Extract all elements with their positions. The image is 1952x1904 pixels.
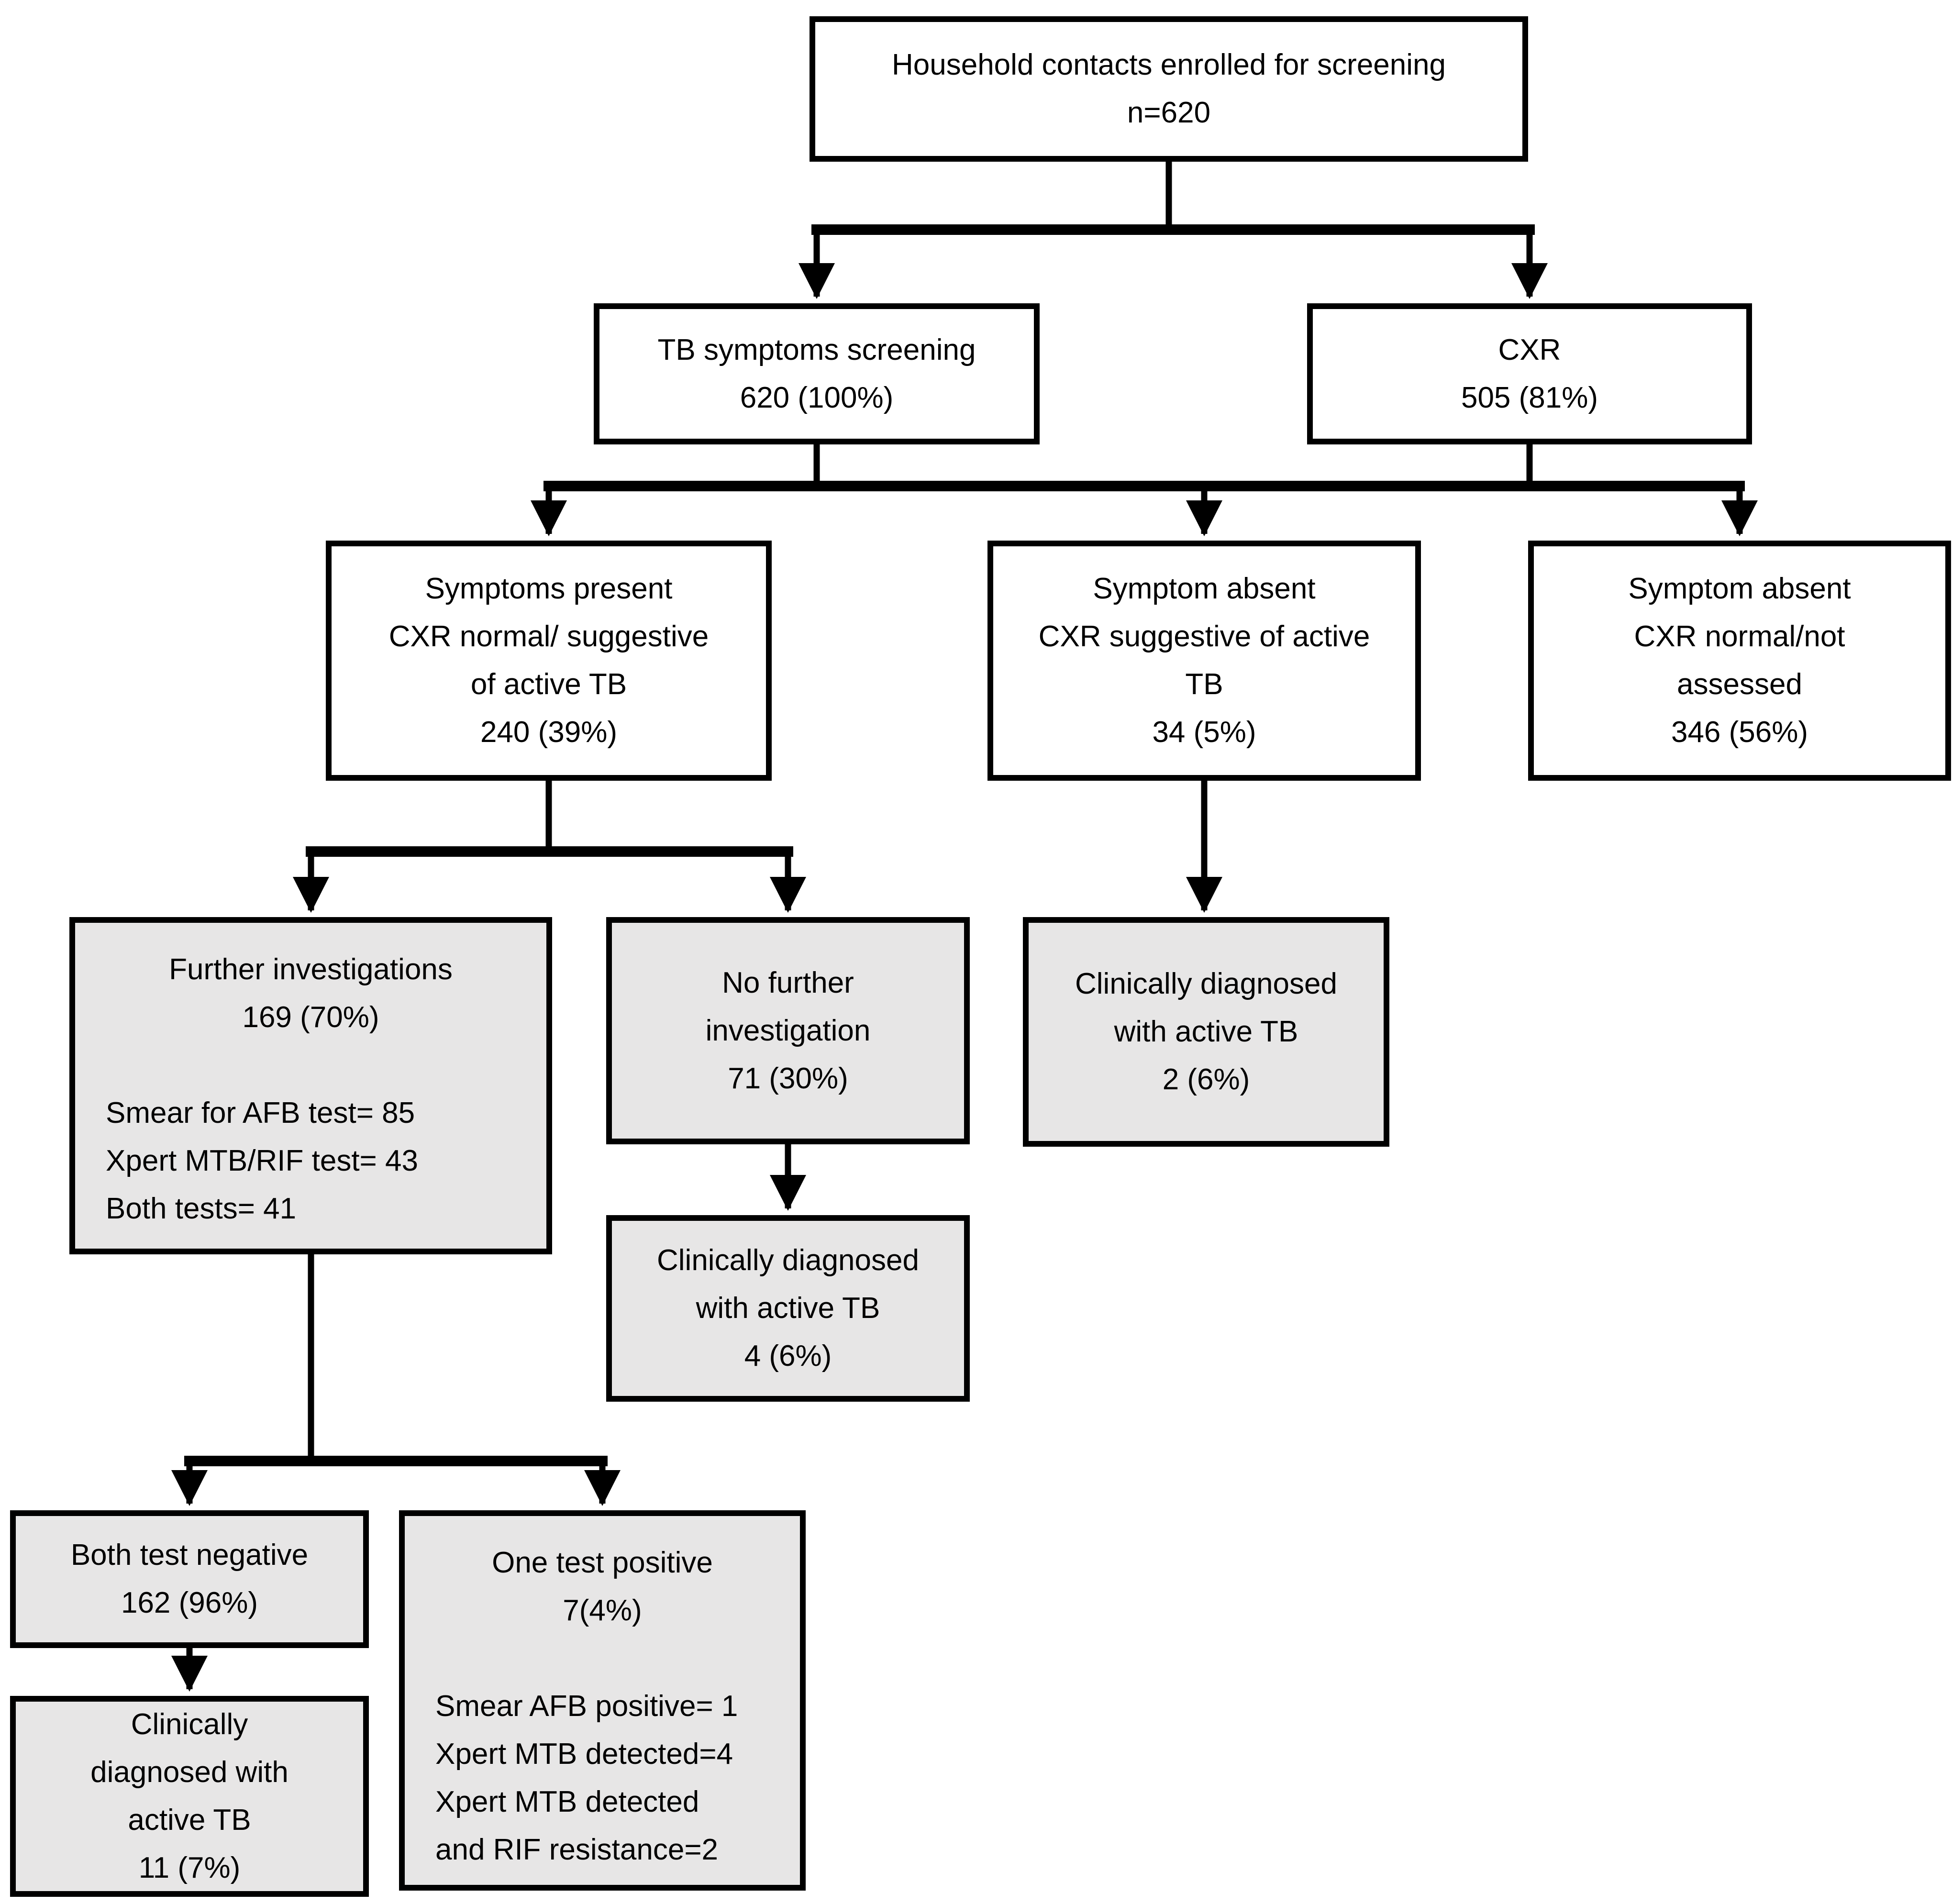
- node-one-test-positive: One test positive 7(4%) Smear AFB positi…: [399, 1510, 806, 1891]
- node-clinically-diagnosed-11: Clinically diagnosed with active TB 11 (…: [10, 1696, 369, 1897]
- node-symptoms-present-text: Symptoms present CXR normal/ suggestive …: [388, 572, 709, 749]
- node-further-investigations: Further investigations 169 (70%) Smear f…: [69, 917, 552, 1254]
- node-one-test-positive-details: Smear AFB positive= 1 Xpert MTB detected…: [435, 1690, 738, 1866]
- node-further-investigations-text: Further investigations 169 (70%): [169, 953, 453, 1034]
- node-clinically-diagnosed-11-text: Clinically diagnosed with active TB 11 (…: [90, 1708, 288, 1884]
- node-cxr: CXR 505 (81%): [1307, 303, 1752, 444]
- node-clinically-diagnosed-2-text: Clinically diagnosed with active TB 2 (6…: [1075, 967, 1337, 1096]
- node-both-test-negative-text: Both test negative 162 (96%): [70, 1539, 309, 1619]
- node-both-test-negative: Both test negative 162 (96%): [10, 1510, 369, 1648]
- node-enrolled-text: Household contacts enrolled for screenin…: [891, 48, 1446, 129]
- node-no-further-investigation-text: No further investigation 71 (30%): [705, 966, 871, 1095]
- node-symptom-absent-cxr-suggestive-text: Symptom absent CXR suggestive of active …: [1038, 572, 1370, 749]
- node-tb-symptoms-screening: TB symptoms screening 620 (100%): [594, 303, 1040, 444]
- node-tb-symptoms-screening-text: TB symptoms screening 620 (100%): [657, 333, 976, 414]
- node-clinically-diagnosed-4-text: Clinically diagnosed with active TB 4 (6…: [657, 1244, 919, 1373]
- node-symptoms-present: Symptoms present CXR normal/ suggestive …: [326, 541, 772, 781]
- node-clinically-diagnosed-2: Clinically diagnosed with active TB 2 (6…: [1023, 917, 1389, 1147]
- node-no-further-investigation: No further investigation 71 (30%): [606, 917, 970, 1144]
- node-one-test-positive-text: One test positive 7(4%): [492, 1546, 713, 1627]
- node-symptom-absent-cxr-normal: Symptom absent CXR normal/not assessed 3…: [1528, 541, 1951, 781]
- node-enrolled: Household contacts enrolled for screenin…: [810, 16, 1528, 162]
- node-clinically-diagnosed-4: Clinically diagnosed with active TB 4 (6…: [606, 1215, 970, 1402]
- node-cxr-text: CXR 505 (81%): [1461, 333, 1598, 414]
- node-symptom-absent-cxr-suggestive: Symptom absent CXR suggestive of active …: [987, 541, 1421, 781]
- node-symptom-absent-cxr-normal-text: Symptom absent CXR normal/not assessed 3…: [1628, 572, 1851, 749]
- node-further-investigations-details: Smear for AFB test= 85 Xpert MTB/RIF tes…: [106, 1096, 418, 1225]
